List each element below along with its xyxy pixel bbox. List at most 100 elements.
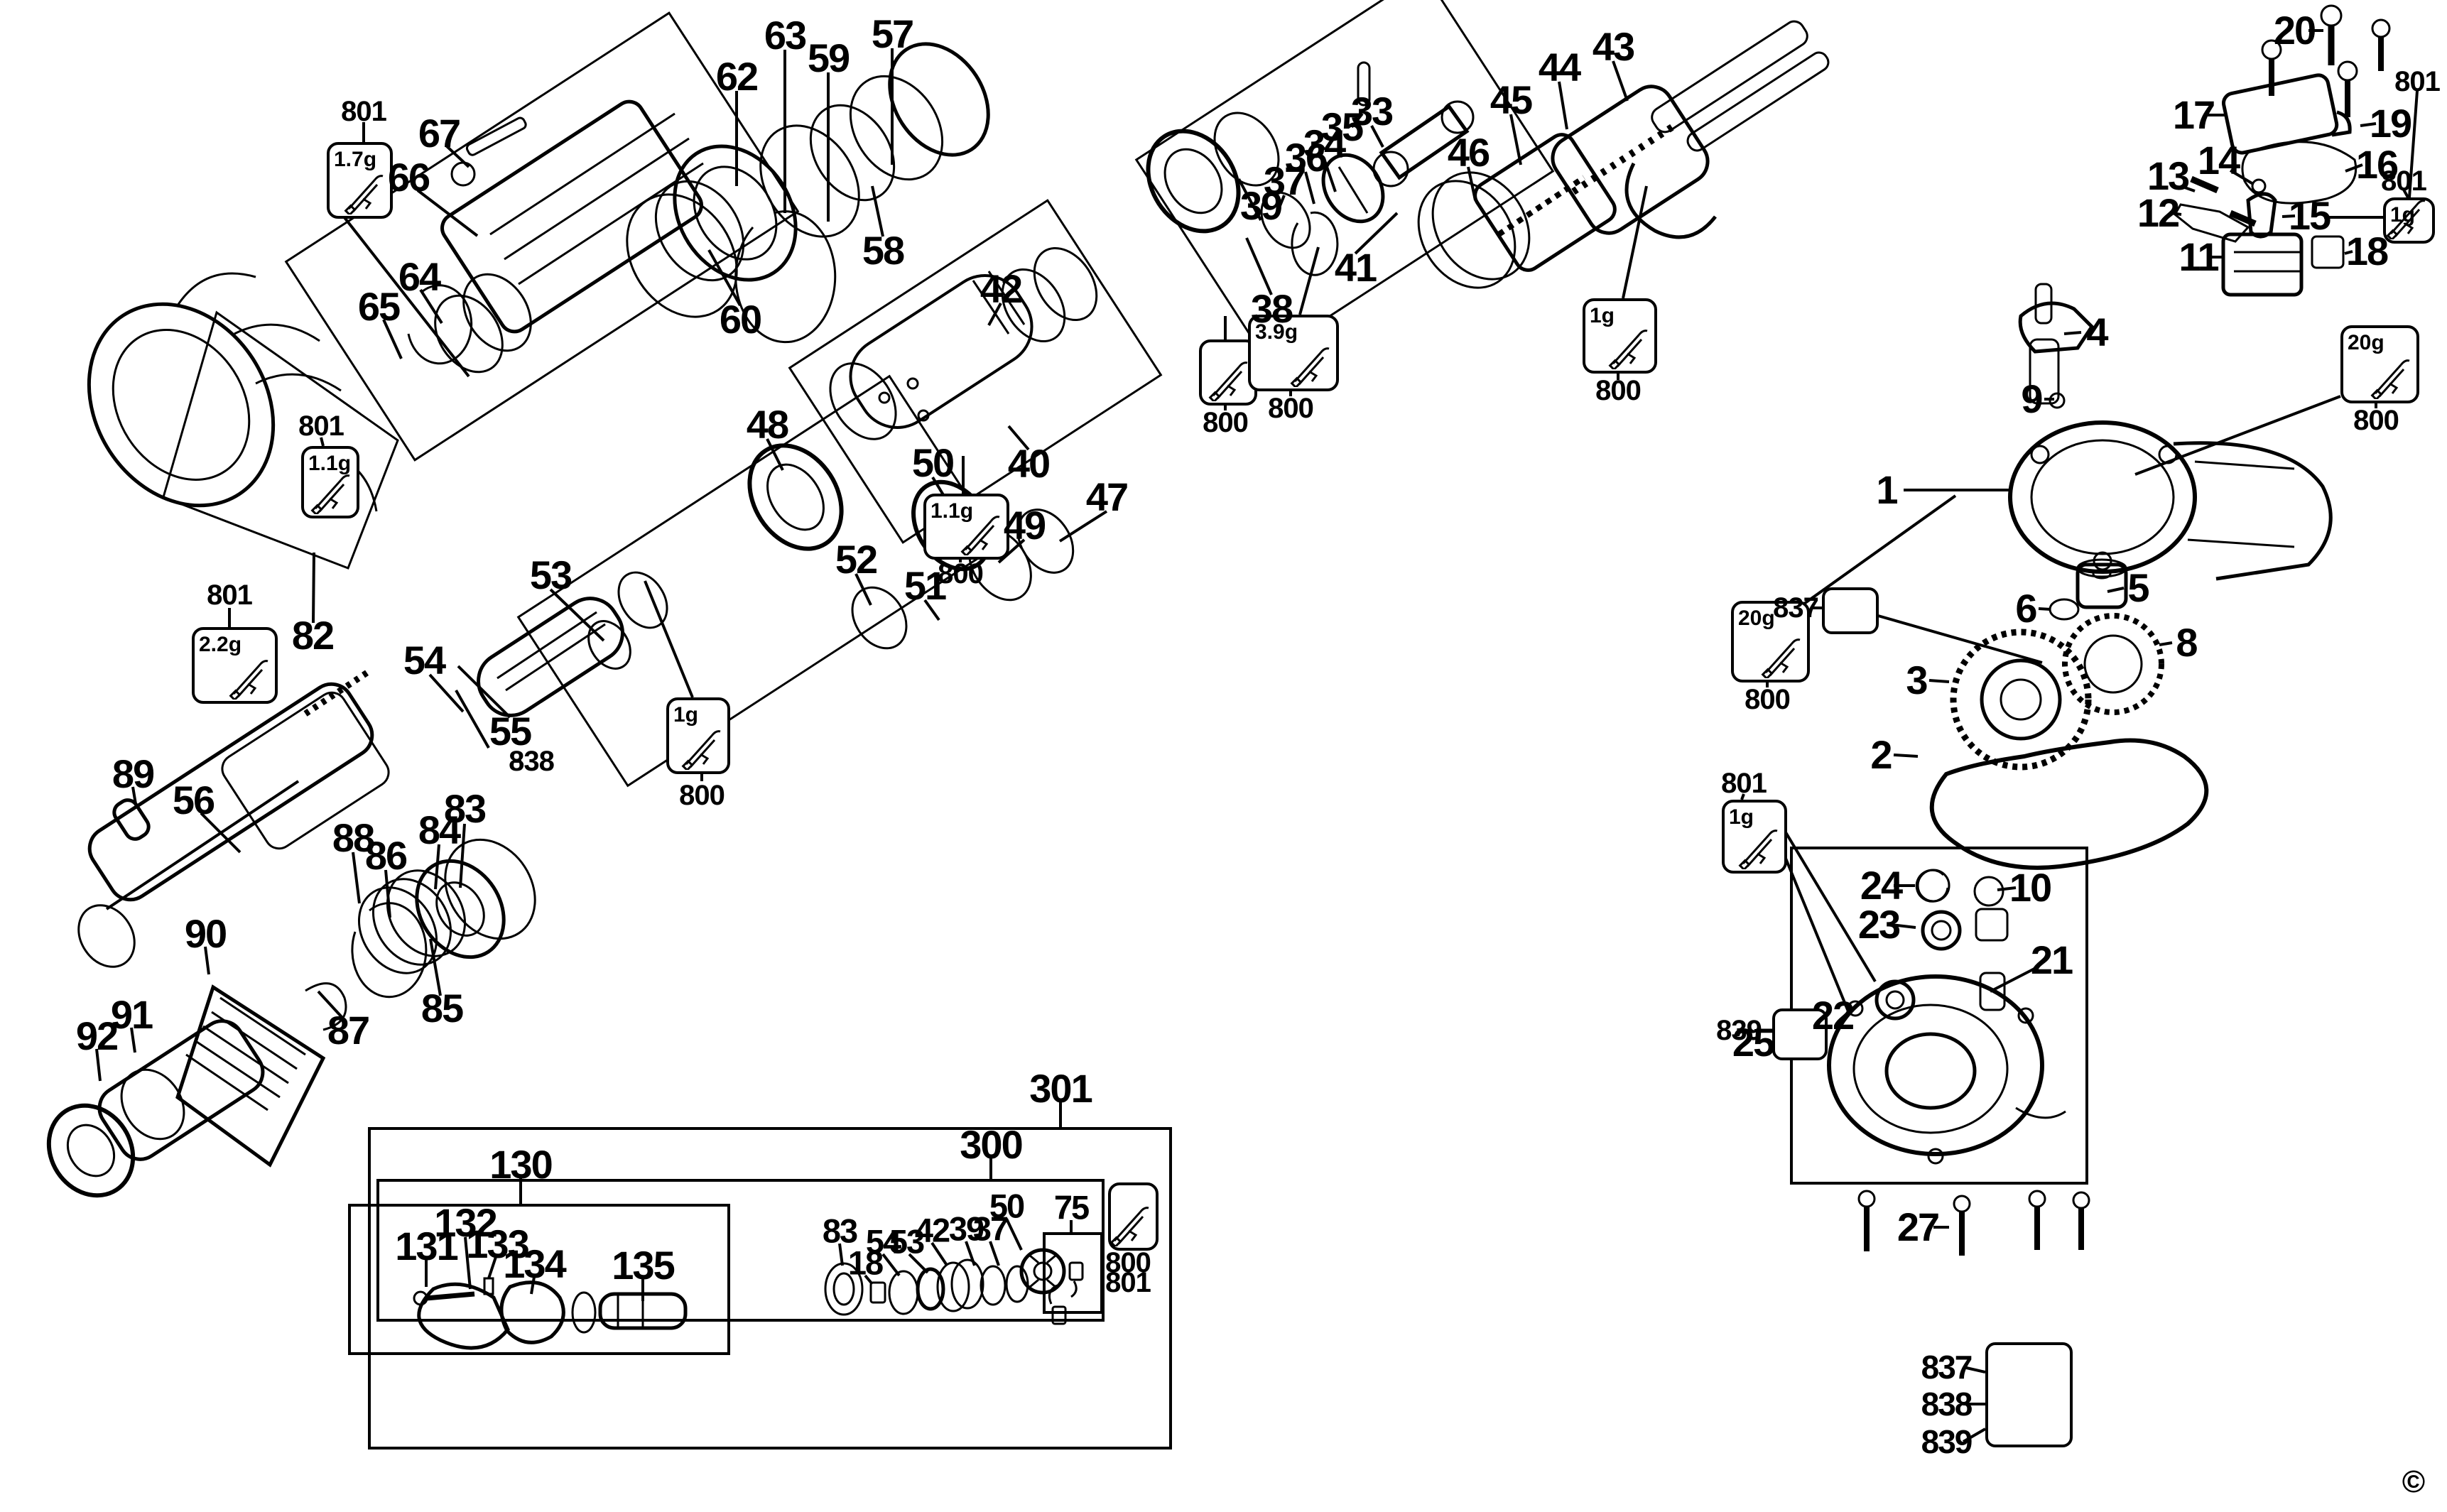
gear-housing-art (2008, 420, 2333, 581)
part-label-50: 50 (989, 1187, 1025, 1225)
leader-line (644, 580, 694, 698)
leader-line (416, 189, 479, 237)
grease-box-2.2g: 2.2g (192, 627, 278, 704)
part-label-44: 44 (1538, 45, 1581, 89)
leader-line (989, 1241, 1000, 1266)
part-label-19: 19 (2369, 101, 2412, 146)
motor-housing-art (87, 272, 399, 570)
part-label-90: 90 (184, 911, 227, 956)
leader-line (382, 319, 403, 359)
grease-box-1.1g: 1.1g (923, 494, 1009, 560)
leader-line (530, 1276, 536, 1295)
leader-line (1963, 1366, 1986, 1374)
grease-gun-icon (960, 516, 1000, 555)
part-label-838: 838 (1921, 1386, 1973, 1423)
grease-box-1.7g: 1.7g (327, 142, 393, 219)
piston-group-art (1260, 61, 1475, 276)
grease-amount-label: 1.1g (930, 499, 974, 523)
leader-line (1007, 425, 1030, 451)
leader-line (487, 1256, 497, 1279)
part-label-84: 84 (418, 807, 461, 852)
ref-label-801: 801 (207, 580, 253, 611)
leader-line (1005, 1218, 1023, 1251)
leader-line (1237, 178, 1262, 221)
grease-gun-icon (229, 660, 268, 700)
part-label-301: 301 (1029, 1066, 1092, 1111)
part-label-87: 87 (327, 1008, 370, 1053)
part-label-40: 40 (1007, 441, 1051, 486)
leader-line (549, 588, 605, 642)
grease-box-1.1g: 1.1g (301, 446, 359, 518)
part-label-5: 5 (2127, 565, 2149, 610)
grease-amount-label: 1g (673, 703, 699, 727)
grease-box-1g: 1g (1722, 800, 1787, 874)
part-label-67: 67 (418, 111, 461, 156)
grease-gun-icon (310, 474, 350, 514)
part-label-53: 53 (529, 553, 573, 597)
grease-gun-icon (1761, 638, 1801, 678)
part-label-83: 83 (443, 786, 487, 831)
part-label-16: 16 (2355, 142, 2399, 187)
leader-line (1893, 754, 1919, 758)
leader-line (2281, 214, 2296, 218)
leader-line (2170, 212, 2182, 216)
part-label-12: 12 (2137, 190, 2180, 235)
part-label-8: 8 (2176, 620, 2198, 665)
leader-line (1928, 679, 1950, 683)
leader-line (1354, 212, 1399, 255)
leader-line (1962, 1427, 1987, 1443)
grease-box-3.9g: 3.9g (1248, 315, 1339, 391)
ref-label-839: 839 (1716, 1015, 1762, 1046)
grease-amount-label: 1g (1590, 304, 1615, 327)
leader-line (2408, 90, 2419, 198)
ref-label-800: 800 (2353, 405, 2399, 436)
part-label-24: 24 (1860, 863, 1903, 908)
part-label-58: 58 (862, 228, 905, 273)
grease-amount-label: 20g (1738, 607, 1775, 630)
service-kit-art (824, 1248, 1084, 1325)
leader-line (2360, 122, 2377, 127)
leader-line (130, 1027, 136, 1053)
part-label-20: 20 (2273, 8, 2316, 53)
leader-line (1323, 158, 1337, 192)
part-label-34: 34 (1303, 121, 1346, 166)
part-label-54: 54 (865, 1222, 901, 1261)
part-label-51: 51 (904, 563, 947, 608)
leader-line (997, 538, 1026, 564)
leader-line (1558, 81, 1568, 130)
part-label-6: 6 (2015, 586, 2037, 631)
leader-line (1298, 246, 1320, 315)
part-label-53: 53 (889, 1222, 925, 1261)
part-label-27: 27 (1897, 1204, 1940, 1249)
part-label-130: 130 (489, 1142, 553, 1187)
part-label-22: 22 (1811, 993, 1855, 1038)
grease-box-1g: 1g (2383, 197, 2435, 244)
part-label-4: 4 (2086, 310, 2108, 354)
part-label-47: 47 (1085, 474, 1129, 519)
leader-line (1872, 613, 2043, 664)
leader-line (2107, 587, 2125, 593)
leader-line (131, 786, 137, 805)
leader-line (2180, 185, 2196, 192)
ref-label-801: 801 (2394, 66, 2441, 97)
grease-box-1g: 1g (666, 697, 730, 774)
part-box-839-clip (1772, 1008, 1828, 1060)
leader-line (871, 185, 884, 237)
leader-line (1803, 494, 1957, 605)
part-label-13: 13 (2147, 153, 2190, 198)
part-label-133: 133 (466, 1222, 529, 1266)
part-label-300: 300 (960, 1122, 1023, 1167)
leader-line (464, 1236, 472, 1290)
part-box-837-clip (1822, 587, 1879, 634)
grease-amount-label: 20g (2348, 331, 2384, 354)
box-300-service-kit (376, 1179, 1105, 1322)
part-label-3: 3 (1906, 658, 1928, 702)
leader-line (2159, 641, 2173, 646)
grease-gun-icon (2386, 200, 2426, 239)
leader-line (864, 1274, 874, 1285)
ref-label-800: 800 (1595, 375, 1642, 406)
ring-stack-art (734, 42, 990, 344)
chuck-art (46, 982, 347, 1198)
part-label-91: 91 (110, 992, 153, 1037)
